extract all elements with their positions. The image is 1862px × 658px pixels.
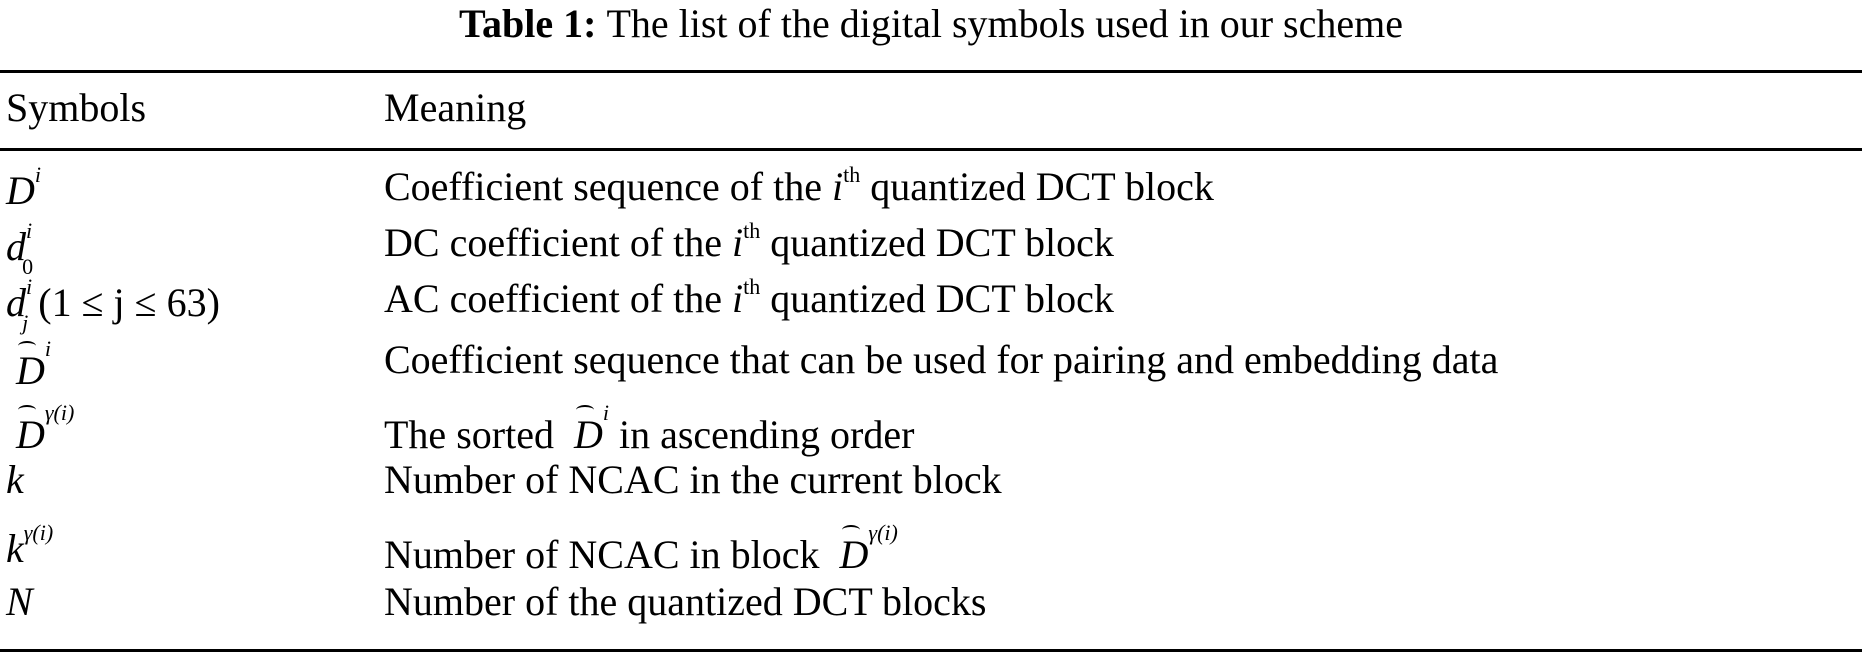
meaning-cell: The sorted Di in ascending order — [384, 400, 915, 457]
symbol-cell: N — [6, 579, 33, 624]
table-row: Di Coefficient sequence of the ith quant… — [0, 162, 1862, 218]
table-caption: Table 1:The list of the digital symbols … — [0, 0, 1862, 48]
table-row: Di Coefficient sequence that can be used… — [0, 336, 1862, 394]
table-row: N Number of the quantized DCT blocks — [0, 578, 1862, 634]
meaning-cell: AC coefficient of the ith quantized DCT … — [384, 274, 1114, 321]
table-row: Dγ(i) The sorted Di in ascending order — [0, 400, 1862, 458]
header-meaning: Meaning — [384, 85, 527, 130]
table-row: kγ(i) Number of NCAC in block Dγ(i) — [0, 520, 1862, 577]
symbol-cell: di0 — [6, 218, 34, 279]
bottom-rule — [0, 649, 1862, 652]
meaning-cell: Coefficient sequence that can be used fo… — [384, 337, 1499, 382]
meaning-cell: Number of NCAC in the current block — [384, 457, 1002, 502]
meaning-cell: Number of NCAC in block Dγ(i) — [384, 520, 898, 577]
meaning-cell: Coefficient sequence of the ith quantize… — [384, 162, 1214, 209]
symbol-cell: dij (1 ≤ j ≤ 63) — [6, 274, 220, 335]
symbol-cell: Di — [6, 336, 51, 394]
symbol-cell: kγ(i) — [6, 520, 54, 571]
symbol-cell: Di — [6, 162, 42, 213]
symbol-cell: k — [6, 457, 24, 502]
meaning-cell: Number of the quantized DCT blocks — [384, 579, 987, 624]
table-row: k Number of NCAC in the current block — [0, 456, 1862, 512]
header-rule — [0, 148, 1862, 151]
caption-label: Table 1: — [459, 1, 597, 46]
symbol-cell: Dγ(i) — [6, 400, 74, 458]
caption-text: The list of the digital symbols used in … — [606, 1, 1403, 46]
table-row: di0 DC coefficient of the ith quantized … — [0, 218, 1862, 279]
meaning-cell: DC coefficient of the ith quantized DCT … — [384, 218, 1114, 265]
header-symbols: Symbols — [6, 85, 147, 130]
top-rule — [0, 70, 1862, 73]
table-row: dij (1 ≤ j ≤ 63) AC coefficient of the i… — [0, 274, 1862, 335]
